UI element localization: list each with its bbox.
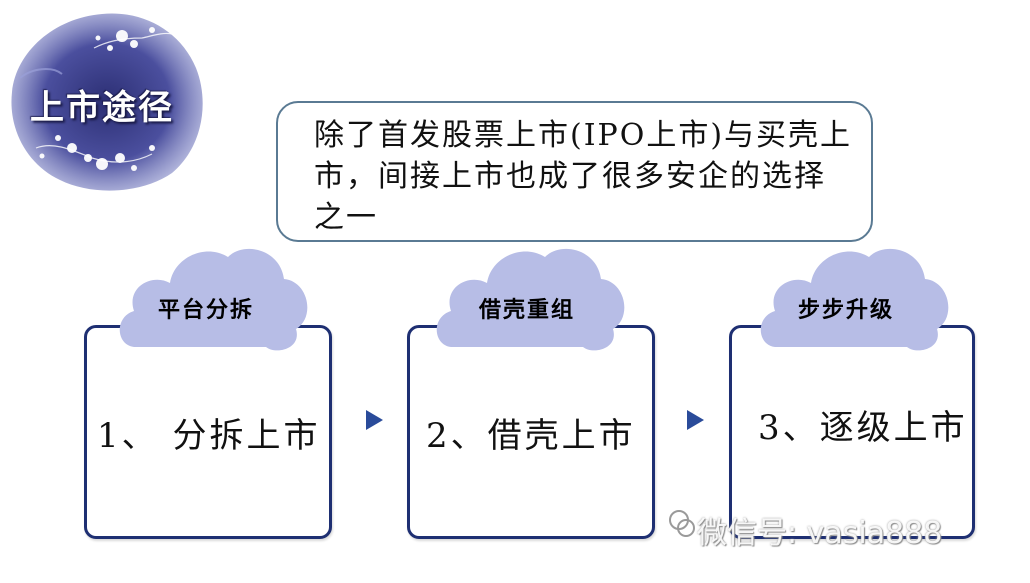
step-2-text: 2、借壳上市	[426, 416, 636, 456]
intro-text: 除了首发股票上市(IPO上市)与买壳上市，间接上市也成了很多安企的选择之一	[314, 118, 853, 235]
wechat-icon	[669, 510, 695, 537]
step-box-1	[84, 325, 332, 539]
step-1-cloud-label: 平台分拆	[158, 298, 255, 323]
emblem-badge	[11, 13, 203, 191]
step-3-cloud-label: 步步升级	[798, 298, 895, 323]
emblem-title: 上市途径	[30, 88, 174, 128]
cloud-shape-3	[760, 248, 949, 351]
watermark-text: 微信号: vasia888	[697, 516, 943, 551]
arrow-right-icon	[366, 410, 383, 430]
cloud-shape-1	[119, 248, 308, 351]
intro-callout: 除了首发股票上市(IPO上市)与买壳上市，间接上市也成了很多安企的选择之一	[276, 101, 873, 242]
step-box-2	[407, 325, 655, 539]
cloud-shape-2	[436, 248, 625, 351]
arrow-right-icon	[687, 410, 704, 430]
step-1-text: 1、 分拆上市	[97, 416, 321, 456]
step-3-text: 3、逐级上市	[758, 408, 968, 448]
step-2-cloud-label: 借壳重组	[479, 298, 576, 323]
